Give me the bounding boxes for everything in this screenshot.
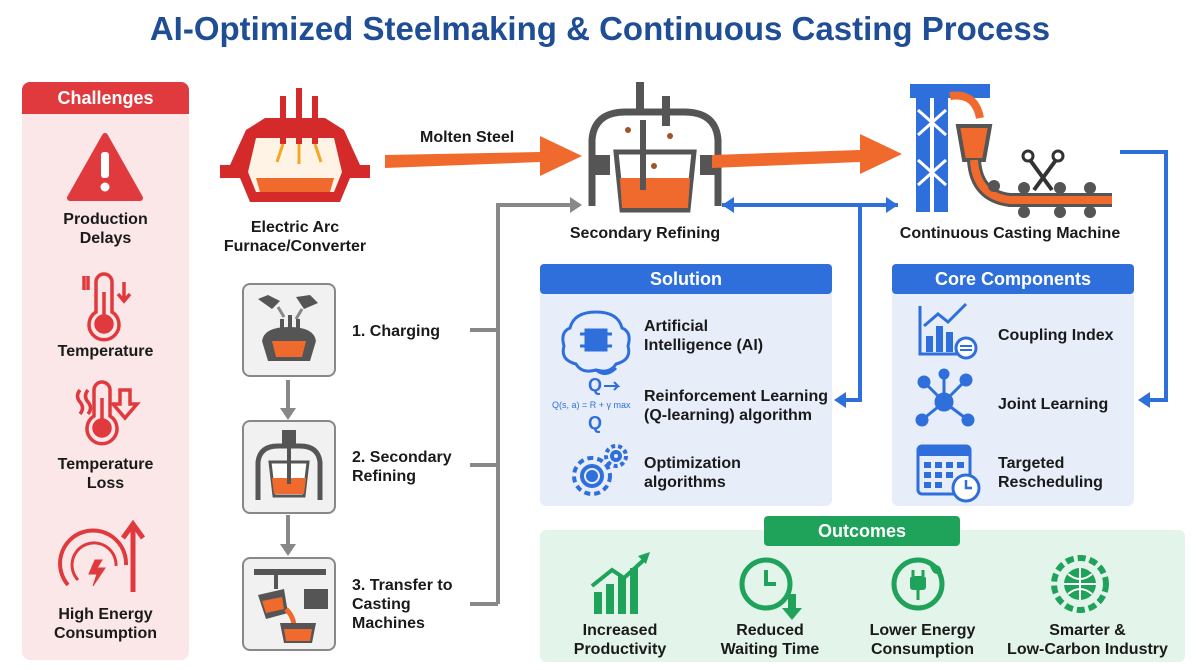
solution-rl-label-2: (Q-learning) algorithm <box>644 407 812 424</box>
caster-icon <box>910 84 1112 218</box>
step-charging-box <box>242 283 336 377</box>
refining-step-icon <box>255 430 323 500</box>
gears-icon <box>572 444 628 496</box>
outcome-lowcarbon-label-2: Low-Carbon Industry <box>1007 641 1168 658</box>
challenge-label-temperature: Temperature <box>57 343 154 360</box>
chart-sync-icon <box>918 302 978 360</box>
steps-connector <box>470 203 570 606</box>
formula-q-bottom: Q <box>588 413 602 433</box>
furnace-icon <box>220 88 370 202</box>
solution-header: Solution <box>540 264 832 294</box>
outcome-energy-label-2: Consumption <box>870 641 975 658</box>
challenge-label-energy-2: Consumption <box>53 625 158 642</box>
calendar-clock-icon <box>916 444 981 503</box>
solution-ai-label-2: Intelligence (AI) <box>644 337 764 354</box>
caster-label: Continuous Casting Machine <box>899 225 1121 242</box>
network-icon <box>915 368 975 427</box>
outcome-waiting-label-2: Waiting Time <box>720 641 820 658</box>
globe-gear-icon <box>1051 555 1109 613</box>
growth-chart-icon <box>590 552 650 614</box>
refining-label: Secondary Refining <box>569 225 721 242</box>
thermometer-icon <box>82 272 132 342</box>
step-3-label-2: Casting <box>352 596 411 613</box>
outcome-productivity-label-2: Productivity <box>573 641 667 658</box>
core-resched-label: Targeted <box>998 455 1065 472</box>
eco-plug-icon <box>891 557 945 611</box>
core-resched-label-2: Rescheduling <box>998 474 1103 491</box>
solution-opt-label: Optimization <box>644 455 741 472</box>
step-2-label-2: Refining <box>352 468 416 485</box>
outcome-lowcarbon-label: Smarter & <box>1049 622 1126 639</box>
challenge-label-energy: High Energy <box>58 606 153 623</box>
challenge-label-production-delays: Production <box>63 211 148 228</box>
molten-steel-arrow <box>385 136 582 176</box>
core-panel <box>892 264 1134 506</box>
refining-ladle-icon <box>588 82 722 213</box>
gauge-up-icon <box>58 519 146 592</box>
outcome-productivity-label: Increased <box>582 622 658 639</box>
outcomes-header: Outcomes <box>764 516 960 546</box>
clock-down-icon <box>739 557 802 620</box>
challenge-label-production-delays-2: Delays <box>79 230 132 247</box>
core-coupling-label: Coupling Index <box>998 327 1114 344</box>
step-3-label-3: Machines <box>352 615 425 632</box>
solution-ai-label: Artificial <box>644 318 709 335</box>
step-2-label: 2. Secondary <box>352 449 452 466</box>
challenge-label-temperature-loss-2: Loss <box>86 475 125 492</box>
step-refining-box <box>242 420 336 514</box>
link-to-solution-arrow <box>842 205 862 402</box>
solution-rl-label: Reinforcement Learning <box>644 388 829 405</box>
outcome-waiting-label: Reduced <box>736 622 804 639</box>
brain-chip-icon <box>561 310 631 375</box>
furnace-label-2: Furnace/Converter <box>223 238 367 255</box>
outcome-energy-label: Lower Energy <box>869 622 976 639</box>
challenges-header: Challenges <box>22 82 189 114</box>
step-3-label: 3. Transfer to <box>352 577 453 594</box>
charging-icon <box>258 295 318 361</box>
step-1-label: 1. Charging <box>352 323 441 340</box>
page-title: AI-Optimized Steelmaking & Continuous Ca… <box>149 10 1051 47</box>
formula-text: Q(s, a) = R + γ max <box>552 400 631 410</box>
warning-icon <box>67 133 143 201</box>
molten-steel-label: Molten Steel <box>420 129 515 146</box>
solution-opt-label-2: algorithms <box>644 474 726 491</box>
core-header: Core Components <box>892 264 1134 294</box>
q-formula-icon: Q Q(s, a) = R + γ max Q <box>552 375 631 433</box>
step-transfer-box <box>242 557 336 651</box>
core-joint-label: Joint Learning <box>998 396 1109 413</box>
challenge-label-temperature-loss: Temperature <box>57 456 154 473</box>
caster-to-core-arrow <box>1120 150 1168 402</box>
refining-to-caster-arrow <box>712 134 902 174</box>
transfer-icon <box>254 569 328 643</box>
furnace-label: Electric Arc <box>250 219 340 236</box>
formula-q-top: Q <box>588 375 602 395</box>
thermometer-down-icon <box>75 380 141 446</box>
